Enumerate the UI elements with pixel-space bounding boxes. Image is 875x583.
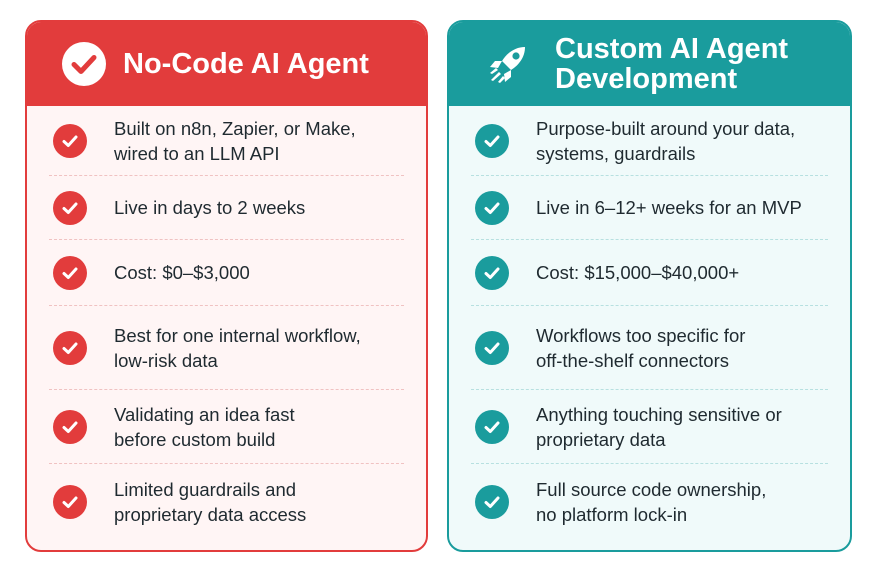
text-line: Cost: $0–$3,000 — [114, 262, 250, 283]
title-line: No-Code AI Agent — [123, 47, 369, 80]
check-icon — [475, 255, 509, 290]
text-line: Live in 6–12+ weeks for an MVP — [536, 197, 802, 218]
check-icon — [475, 190, 509, 225]
list-item-text: Built on n8n, Zapier, or Make, wired to … — [114, 116, 356, 166]
text-line: proprietary data — [536, 428, 666, 450]
text-line: Full source code ownership, — [536, 479, 767, 500]
custom-dev-list: Purpose-built around your data, systems,… — [449, 106, 850, 540]
title-line: Development — [555, 63, 738, 95]
no-code-card-title: No-Code AI Agent — [123, 47, 369, 80]
text-line: before custom build — [114, 428, 276, 450]
check-icon — [475, 409, 509, 444]
list-item-text: Best for one internal workflow, low-risk… — [114, 323, 361, 373]
list-item-text: Purpose-built around your data, systems,… — [536, 116, 795, 166]
list-item-text: Cost: $0–$3,000 — [114, 260, 250, 285]
custom-dev-card-header: Custom AI Agent Development — [449, 22, 850, 106]
no-code-list: Built on n8n, Zapier, or Make, wired to … — [27, 106, 426, 540]
text-line: Best for one internal workflow, — [114, 324, 361, 346]
text-line: proprietary data access — [114, 504, 307, 525]
no-code-card: No-Code AI Agent Built on n8n, Zapier, o… — [25, 20, 428, 552]
text-line: systems, guardrails — [536, 142, 696, 164]
text-line: Workflows too specific for — [536, 324, 746, 346]
text-line: Purpose-built around your data, — [536, 117, 796, 139]
rocket-icon — [485, 41, 531, 87]
list-item: Full source code ownership, no platform … — [471, 464, 828, 540]
text-line: low-risk data — [114, 349, 218, 371]
list-item-text: Validating an idea fast before custom bu… — [114, 402, 295, 452]
list-item: Purpose-built around your data, systems,… — [471, 106, 828, 176]
text-line: Validating an idea fast — [114, 403, 295, 425]
check-icon — [475, 485, 509, 519]
text-line: Built on n8n, Zapier, or Make, — [114, 117, 356, 139]
check-icon — [53, 255, 87, 290]
custom-dev-card-title: Custom AI Agent Development — [555, 32, 789, 95]
list-item-text: Workflows too specific for off-the-shelf… — [536, 323, 745, 373]
list-item: Live in days to 2 weeks — [49, 176, 404, 240]
check-icon — [53, 485, 87, 519]
text-line: Cost: $15,000–$40,000+ — [536, 262, 740, 283]
no-code-card-header: No-Code AI Agent — [27, 22, 426, 106]
text-line: Limited guardrails and — [114, 479, 297, 500]
check-icon — [53, 123, 87, 158]
text-line: wired to an LLM API — [114, 142, 280, 164]
check-icon — [475, 330, 509, 365]
list-item: Best for one internal workflow, low-risk… — [49, 306, 404, 390]
check-icon — [53, 190, 87, 225]
list-item-text: Live in 6–12+ weeks for an MVP — [536, 195, 802, 220]
list-item-text: Limited guardrails and proprietary data … — [114, 477, 306, 527]
text-line: no platform lock-in — [536, 504, 688, 525]
check-circle-icon — [61, 41, 107, 87]
list-item: Live in 6–12+ weeks for an MVP — [471, 176, 828, 240]
list-item-text: Live in days to 2 weeks — [114, 195, 305, 220]
list-item-text: Full source code ownership, no platform … — [536, 477, 766, 527]
list-item: Validating an idea fast before custom bu… — [49, 390, 404, 464]
list-item: Cost: $15,000–$40,000+ — [471, 240, 828, 306]
text-line: Anything touching sensitive or — [536, 403, 782, 425]
list-item: Limited guardrails and proprietary data … — [49, 464, 404, 540]
check-icon — [53, 409, 87, 444]
custom-dev-card: Custom AI Agent Development Purpose-buil… — [447, 20, 852, 552]
check-icon — [475, 123, 509, 158]
list-item: Workflows too specific for off-the-shelf… — [471, 306, 828, 390]
text-line: off-the-shelf connectors — [536, 349, 729, 371]
title-line: Custom AI Agent — [555, 32, 789, 65]
list-item-text: Cost: $15,000–$40,000+ — [536, 260, 739, 285]
list-item: Built on n8n, Zapier, or Make, wired to … — [49, 106, 404, 176]
text-line: Live in days to 2 weeks — [114, 197, 306, 218]
list-item: Cost: $0–$3,000 — [49, 240, 404, 306]
check-icon — [53, 330, 87, 365]
list-item: Anything touching sensitive or proprieta… — [471, 390, 828, 464]
list-item-text: Anything touching sensitive or proprieta… — [536, 402, 782, 452]
